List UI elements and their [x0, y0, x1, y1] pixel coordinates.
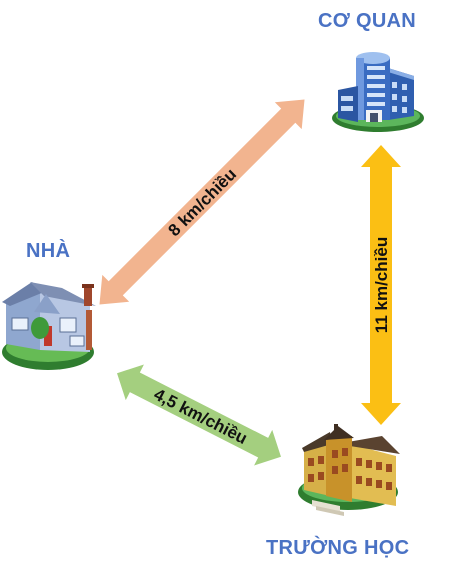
distance-home-school: 4,5 km/chiều: [151, 385, 251, 448]
office-building-icon: [332, 52, 424, 132]
school-label: TRƯỜNG HỌC: [266, 537, 410, 559]
home-label: NHÀ: [26, 240, 71, 262]
office-label: CƠ QUAN: [318, 10, 417, 32]
distance-home-office: 8 km/chiều: [165, 165, 241, 241]
arrow-office-school: 11 km/chiều: [361, 145, 401, 425]
house-icon: [2, 282, 96, 370]
distance-office-school: 11 km/chiều: [372, 237, 391, 333]
arrow-home-office: 8 km/chiều: [99, 99, 305, 305]
school-building-icon: [298, 424, 400, 516]
arrow-home-school: 4,5 km/chiều: [117, 364, 281, 466]
